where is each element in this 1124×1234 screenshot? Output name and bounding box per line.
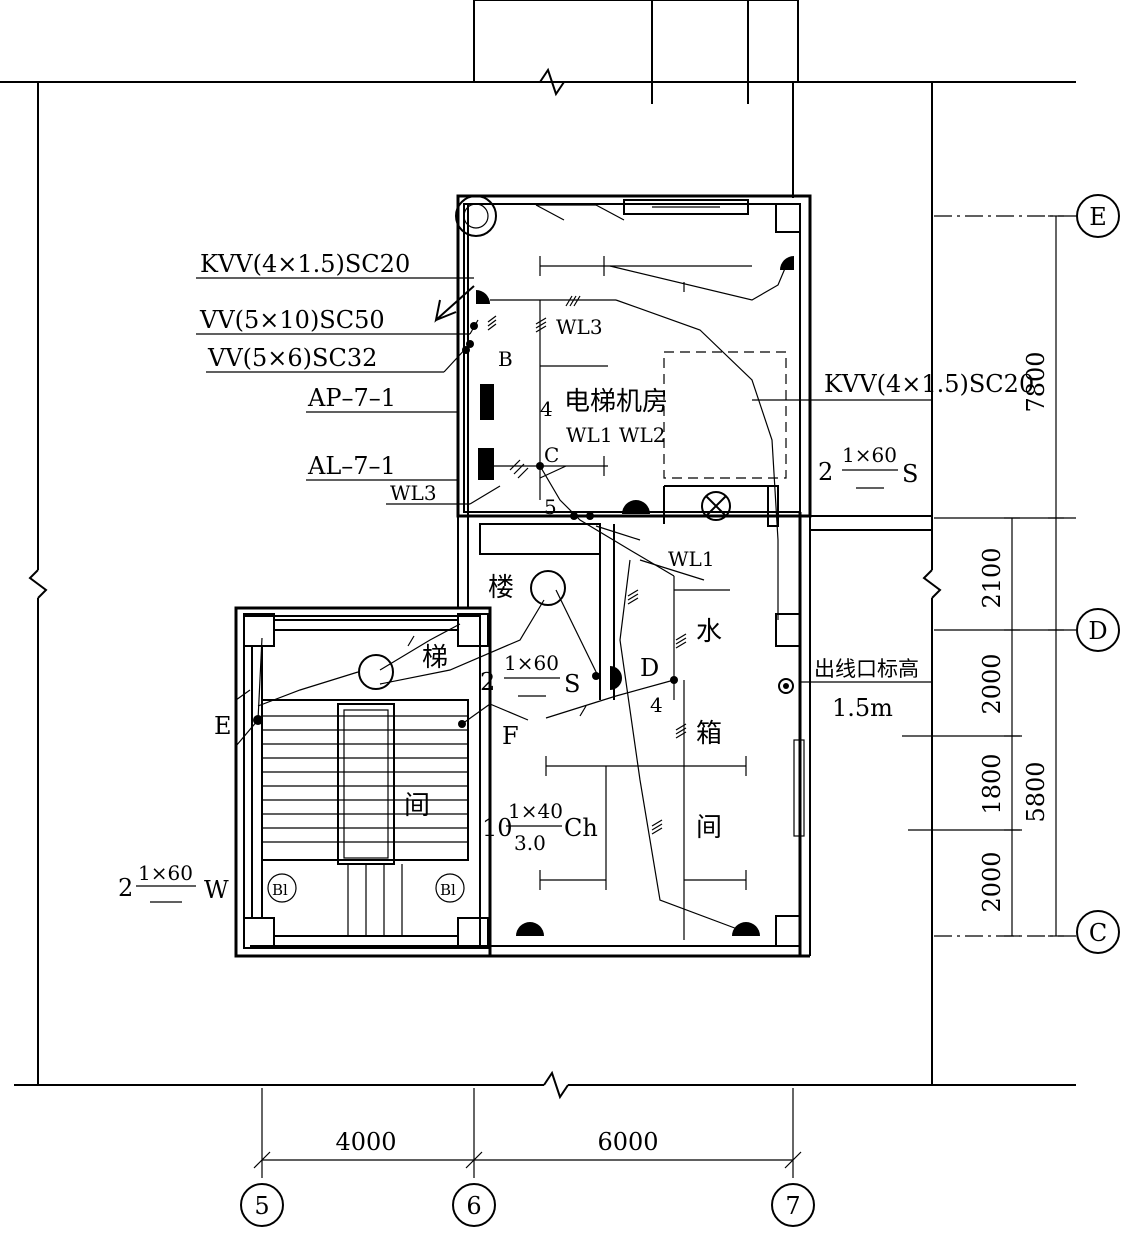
panel-label-al: AL–7–1 [307, 452, 396, 480]
fixture-3-spec: 1×40 [508, 799, 563, 823]
fixture-2-spec: 1×60 [504, 651, 559, 675]
labels: KVV(4×1.5)SC20 VV(5×10)SC50 VV(5×6)SC32 … [118, 203, 1108, 1220]
fixture-1-suffix: S [902, 460, 918, 488]
axis-col-6: 6 [466, 1192, 481, 1220]
cable-label-kvv-top: KVV(4×1.5)SC20 [200, 250, 410, 278]
dim-5800: 5800 [1022, 761, 1050, 822]
circuit-label-wl1: WL1 [668, 547, 715, 571]
circuit-label-wl1-wl2: WL1 WL2 [566, 423, 665, 447]
node-c: C [544, 443, 559, 467]
axis-bubbles [240, 194, 1120, 1227]
panel-label-ap: AP–7–1 [307, 384, 396, 412]
fixture-2-suffix: S [564, 670, 580, 698]
wiring [235, 256, 787, 940]
stair-treads [261, 699, 469, 936]
leaders [196, 277, 932, 701]
outlet-note-line1: 出线口标高 [814, 657, 919, 681]
dim-1800: 1800 [978, 753, 1006, 814]
room-elevator: 电梯机房 [564, 387, 668, 417]
dimensions-right [902, 215, 1076, 937]
dim-2000-upper: 2000 [978, 653, 1006, 714]
room-stair-3: 间 [404, 791, 430, 821]
emergency-light-right: Bl [440, 881, 456, 899]
node-d: D [640, 654, 659, 682]
stair-walls [234, 204, 492, 958]
dimensions-bottom [253, 1088, 802, 1178]
dim-2100: 2100 [978, 547, 1006, 608]
node-4-top: 4 [540, 397, 553, 421]
axis-col-7: 7 [785, 1192, 800, 1220]
tank-room-walls [240, 485, 811, 958]
room-stair-1: 楼 [488, 573, 514, 603]
axis-row-e: E [1089, 203, 1107, 231]
room-tank-1: 水 [696, 617, 722, 647]
cable-label-vv-10: VV(5×10)SC50 [199, 306, 385, 334]
dim-6000: 6000 [597, 1128, 658, 1156]
fixture-4-count: 2 [118, 874, 133, 902]
fixture-4-spec: 1×60 [138, 861, 193, 885]
fixture-3-height: 3.0 [514, 831, 546, 855]
cable-label-vv-6: VV(5×6)SC32 [207, 344, 377, 372]
fixture-3-count: 10 [482, 814, 513, 842]
node-b: B [498, 347, 513, 371]
circuit-label-wl3-left: WL3 [390, 481, 437, 505]
emergency-light-left: Bl [272, 881, 288, 899]
cable-label-kvv-right: KVV(4×1.5)SC20 [824, 370, 1034, 398]
dim-2000-lower: 2000 [978, 851, 1006, 912]
axis-col-5: 5 [254, 1192, 269, 1220]
room-stair-2: 梯 [422, 643, 448, 673]
outer-outline [0, 0, 1076, 1100]
node-f: F [502, 722, 519, 750]
fixture-4-suffix: W [204, 876, 229, 904]
axis-row-c: C [1089, 919, 1107, 947]
outlet-note-line2: 1.5m [832, 694, 893, 722]
room-tank-3: 间 [696, 813, 722, 843]
fixture-3-suffix: Ch [564, 814, 598, 842]
node-5: 5 [544, 495, 557, 519]
fixture-1-spec: 1×60 [842, 443, 897, 467]
devices [253, 256, 794, 936]
room-tank-2: 箱 [696, 719, 722, 749]
fixture-1-count: 2 [818, 458, 833, 486]
wire-ticks [407, 295, 687, 835]
dim-4000: 4000 [335, 1128, 396, 1156]
node-e: E [214, 712, 232, 740]
axis-row-d: D [1088, 617, 1107, 645]
fixture-2-count: 2 [480, 668, 495, 696]
dim-7800: 7800 [1022, 351, 1050, 412]
circuit-label-wl3: WL3 [556, 315, 603, 339]
node-4-mid: 4 [650, 693, 663, 717]
